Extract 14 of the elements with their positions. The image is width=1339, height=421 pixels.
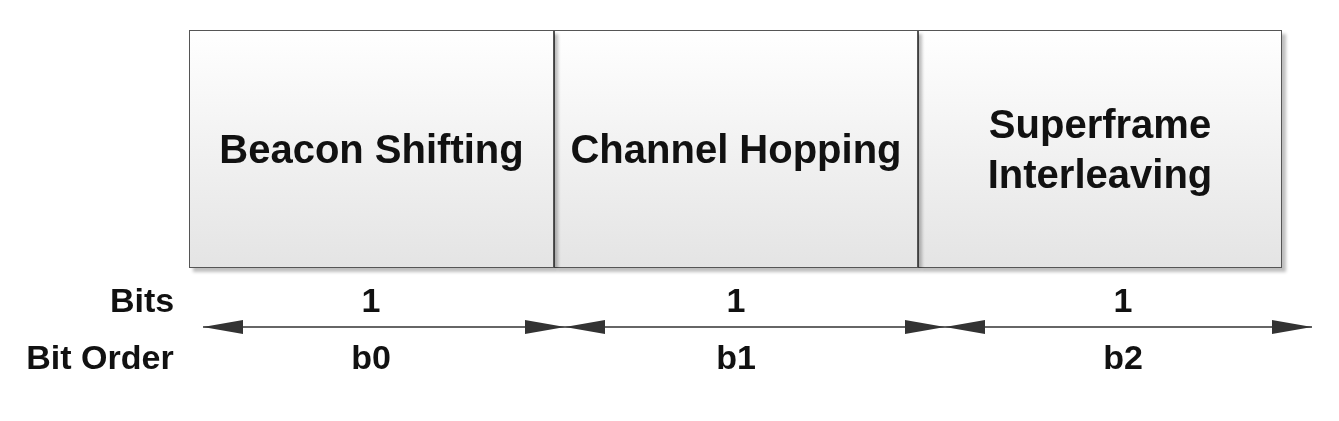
field-name: Channel Hopping [569,126,903,173]
bit-count: 1 [1113,280,1133,320]
field-box [189,30,554,268]
bit-count: 1 [361,280,381,320]
field-box [918,30,1282,268]
bit-index: b1 [716,337,756,377]
row-label: Bits [109,280,175,320]
field-box [554,30,918,268]
bit-count: 1 [726,280,746,320]
field-name: Beacon Shifting [218,126,525,173]
row-label: Bit Order [26,337,174,377]
bit-index: b2 [1103,337,1143,377]
bit-index: b0 [351,337,391,377]
field-name: Superframe Interleaving [986,101,1214,198]
